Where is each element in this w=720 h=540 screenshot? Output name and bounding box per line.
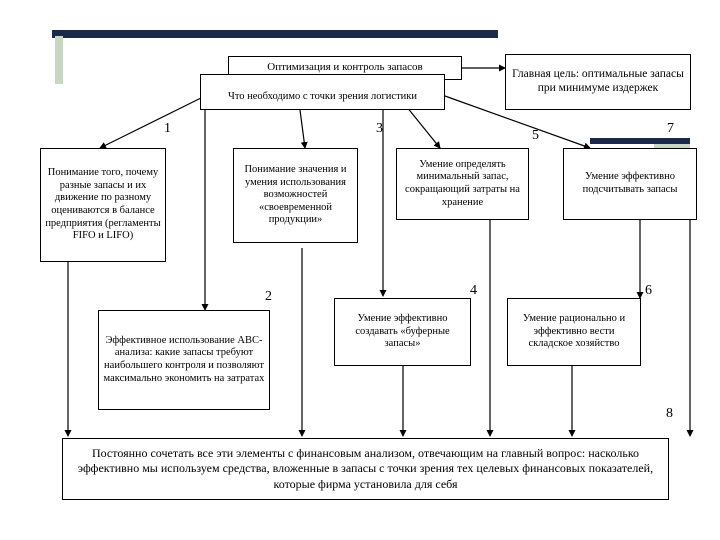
box-item-7-counting: Умение эффективно подсчитывать запасы <box>563 148 697 220</box>
box-item-6-warehouse: Умение рационально и эффективно вести ск… <box>507 298 641 366</box>
box-item-3-jit: Понимание значения и умения использовани… <box>233 148 358 243</box>
box-bottom-summary: Постоянно сочетать все эти элементы с фи… <box>62 438 669 500</box>
box-main-goal: Главная цель: оптимальные запасы при мин… <box>505 54 691 110</box>
box-item-1-valuation: Понимание того, почему разные запасы и и… <box>40 148 166 262</box>
box-item-4-buffer: Умение эффективно создавать «буферные за… <box>334 298 471 366</box>
accent-bar-left-sage <box>55 36 63 84</box>
label-number-1: 1 <box>164 121 171 136</box>
box-logistics-question: Что необходимо с точки зрения логистики <box>200 74 445 110</box>
label-number-8: 8 <box>666 406 673 421</box>
label-number-3: 3 <box>376 121 383 136</box>
label-number-5: 5 <box>532 128 539 143</box>
label-number-6: 6 <box>645 283 652 298</box>
label-number-2: 2 <box>265 289 272 304</box>
label-number-4: 4 <box>470 283 477 298</box>
box-item-5-min-stock: Умение определять минимальный запас, сок… <box>396 148 529 220</box>
box-item-2-abc: Эффективное использование ABC-анализа: к… <box>98 310 270 410</box>
label-number-7: 7 <box>667 121 674 136</box>
accent-bar-top-navy <box>52 30 498 38</box>
accent-bar-right-navy <box>590 138 690 144</box>
